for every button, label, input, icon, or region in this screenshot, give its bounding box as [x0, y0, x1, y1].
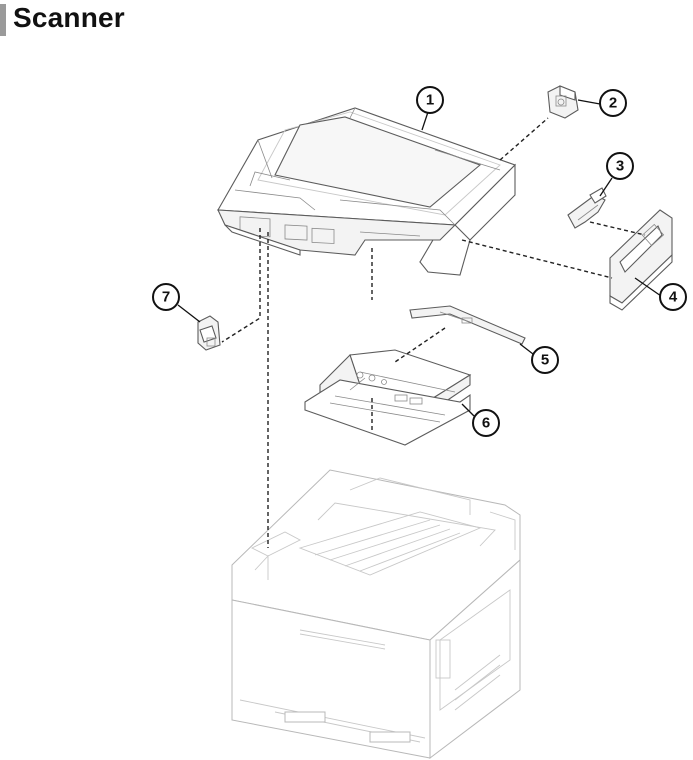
rail-part-5 [409, 305, 526, 345]
latch-part-7 [197, 315, 221, 351]
printer-base [231, 469, 521, 760]
svg-text:6: 6 [482, 415, 490, 432]
page-title: Scanner [13, 2, 125, 33]
svg-text:7: 7 [162, 289, 170, 306]
callout-5: 5 [519, 343, 559, 374]
title-accent-bar [0, 4, 6, 36]
bracket-part-3 [567, 187, 607, 229]
callout-7: 7 [152, 283, 201, 323]
svg-text:1: 1 [426, 92, 434, 109]
callout-4: 4 [634, 277, 687, 311]
svg-text:2: 2 [609, 95, 617, 112]
svg-text:3: 3 [616, 158, 624, 175]
assembly-lines [221, 117, 646, 548]
callout-3: 3 [599, 152, 634, 197]
hinge-part-2 [547, 85, 579, 119]
scanner-assembly-part-1 [217, 107, 517, 276]
svg-text:5: 5 [541, 352, 549, 369]
side-cover-part-4 [609, 209, 673, 311]
callout-6: 6 [461, 403, 500, 437]
callout-1: 1 [416, 86, 444, 131]
svg-text:4: 4 [669, 289, 678, 306]
carriage-part-6 [304, 349, 472, 446]
callout-2: 2 [577, 89, 627, 117]
